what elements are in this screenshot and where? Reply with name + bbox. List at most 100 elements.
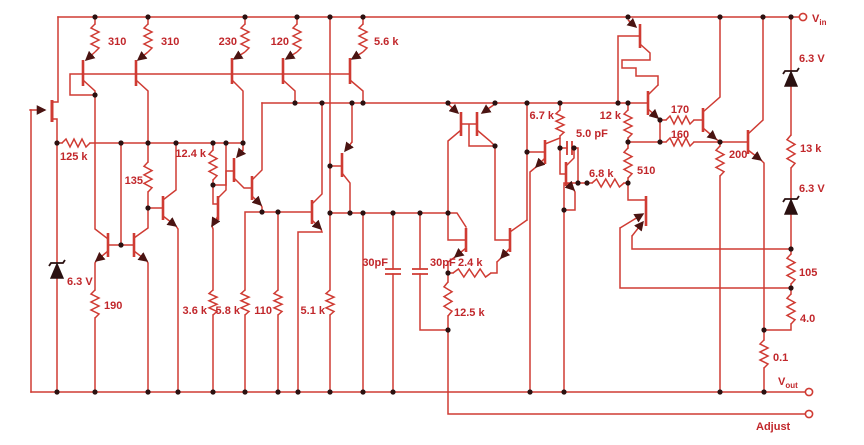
junction-dot [360, 14, 366, 20]
junction-dot [327, 210, 333, 216]
resistor-230 [239, 23, 251, 53]
label-4.0: 4.0 [800, 313, 815, 325]
junction-dot [557, 100, 563, 106]
resistor-12p4k [207, 149, 219, 181]
label-12k: 12 k [600, 110, 622, 122]
junction-dot [347, 210, 353, 216]
junction-dot [492, 100, 498, 106]
junction-dot [788, 246, 794, 252]
pnp1-emitter-arrow [84, 50, 96, 61]
junction-dot [92, 389, 98, 395]
npn-d-emitter-arrow [311, 219, 323, 231]
junction-dot [327, 14, 333, 20]
junction-dot [292, 100, 298, 106]
junction-dot [717, 14, 723, 20]
junction-dot [259, 209, 265, 215]
label-5.6k: 5.6 k [374, 36, 399, 48]
resistor-3p6k [207, 289, 219, 316]
junction-dot [175, 389, 181, 395]
junction-dot [240, 140, 246, 146]
resistor-110 [272, 289, 284, 316]
junction-dot [360, 100, 366, 106]
junction-dot [445, 270, 451, 276]
zener-topright-6v3 [782, 67, 800, 87]
pnp-n-emitter1-arrow [619, 213, 645, 229]
vin-terminal[interactable] [798, 12, 808, 22]
pnp-k-emitter-arrow [626, 17, 638, 28]
junction-dot [615, 100, 621, 106]
junction-dot [524, 100, 530, 106]
junction-dot [360, 389, 366, 395]
junction-dot [390, 210, 396, 216]
pnp2-emitter-arrow [136, 51, 149, 61]
junction-dot [145, 205, 151, 211]
label-zener-topright: 6.3 V [799, 53, 825, 65]
junction-dot [571, 145, 577, 151]
junction-dot [575, 180, 581, 186]
cap-5pf [566, 141, 573, 155]
label-190: 190 [104, 300, 122, 312]
npn-a-emitter-arrow [162, 215, 178, 227]
junction-dot [584, 180, 590, 186]
resistor-5p8k [239, 289, 251, 316]
junction-dot [275, 389, 281, 395]
labels: 310 310 230 120 5.6 k 125 k 135 12.4 k 1… [60, 13, 827, 433]
junction-dot [657, 139, 663, 145]
pnp3-emitter-arrow [232, 50, 246, 60]
junction-dot [327, 163, 333, 169]
pnp4-emitter-arrow [284, 50, 298, 60]
resistor-12p5k [442, 281, 454, 317]
resistor-135 [142, 161, 154, 193]
junction-dot [294, 14, 300, 20]
resistor-12k [622, 109, 634, 139]
junction-dot [788, 14, 794, 20]
junction-dot [492, 143, 498, 149]
vout-terminal[interactable] [804, 387, 814, 397]
label-170: 170 [671, 104, 689, 116]
junction-dot [417, 210, 423, 216]
junction-dot [210, 140, 216, 146]
junction-dot [761, 389, 767, 395]
label-vout: Vout [778, 376, 798, 390]
resistor-6p7k [554, 109, 566, 137]
npn-l-emitter-arrow [702, 127, 718, 140]
junction-dot [445, 210, 451, 216]
junction-dot [445, 100, 451, 106]
junction-dot [242, 389, 248, 395]
resistor-125k [61, 137, 91, 149]
resistor-4p0 [785, 293, 797, 325]
junction-dot [717, 389, 723, 395]
junction-dot [390, 389, 396, 395]
junction-dots [54, 14, 794, 395]
cap-30pf-2 [412, 268, 428, 275]
label-30pf-2: 30pF [430, 257, 456, 269]
resistor-200 [714, 145, 726, 177]
junction-dot [625, 180, 631, 186]
label-vin: Vin [812, 13, 827, 27]
junction-dot [242, 14, 248, 20]
label-3.6k: 3.6 k [183, 305, 208, 317]
junction-dot [327, 389, 333, 395]
mirror1-emitter-arrow [94, 250, 109, 262]
resistor-310b [142, 23, 154, 53]
label-0.1: 0.1 [773, 352, 788, 364]
label-230: 230 [219, 36, 237, 48]
junction-dot [527, 389, 533, 395]
label-13k: 13 k [800, 143, 822, 155]
resistor-310a [89, 23, 101, 53]
resistor-6p8k [591, 177, 625, 189]
label-5.1k: 5.1 k [301, 305, 326, 317]
junction-dot [625, 100, 631, 106]
npn-j-emitter-arrow [647, 108, 660, 119]
junction-dot [145, 389, 151, 395]
junction-dot [445, 327, 451, 333]
adjust-terminal[interactable] [804, 409, 814, 419]
mirror2-emitter-arrow [133, 250, 149, 262]
label-2.4k: 2.4 k [458, 257, 483, 269]
label-310a: 310 [108, 36, 126, 48]
npn-c-emitter-arrow [251, 195, 263, 207]
junction-dot [54, 389, 60, 395]
junction-dot [145, 140, 151, 146]
